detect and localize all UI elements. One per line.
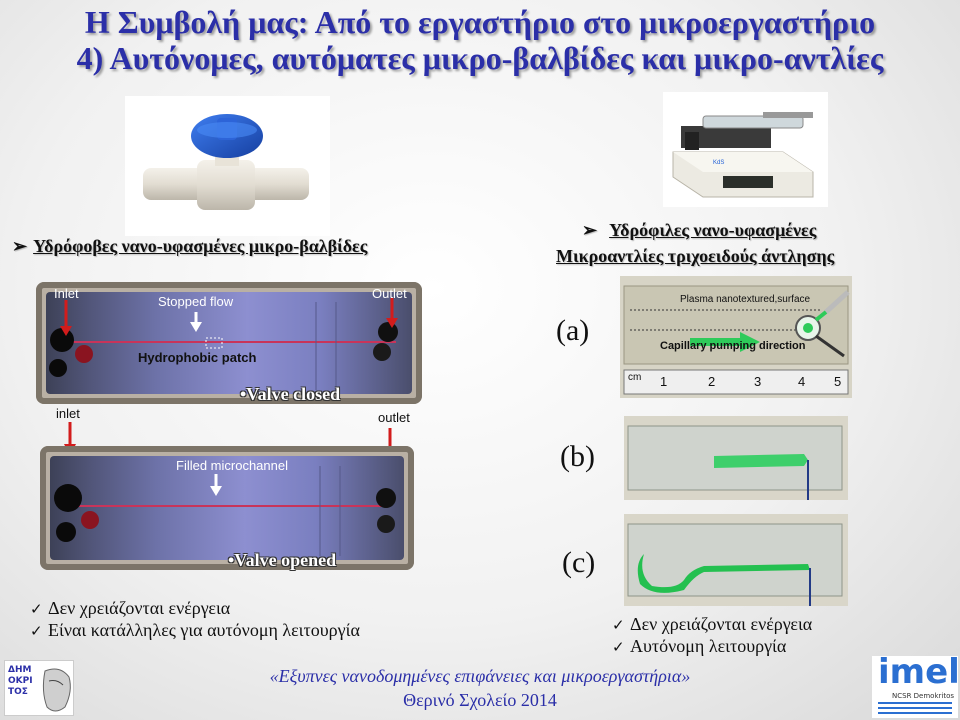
panel-c-letter: (c) — [562, 546, 596, 579]
ruler-tick-5: 5 — [834, 374, 842, 389]
right-heading-line1: ➢ Υδρόφιλες νανο-υφασμένες — [582, 220, 816, 241]
bullet-text: Είναι κατάλληλες για αυτόνομη λειτουργία — [48, 620, 360, 640]
list-item: ✓ Δεν χρειάζονται ενέργεια — [30, 598, 360, 620]
outlet-label: Outlet — [372, 286, 407, 301]
valve-opened-tag: •Valve opened — [228, 550, 337, 570]
panel-b-letter: (b) — [560, 440, 595, 473]
slide-subtitle: 4) Αυτόνομες, αυτόματες μικρο-βαλβίδες κ… — [76, 40, 884, 76]
check-icon: ✓ — [30, 622, 43, 640]
valve-closed-chip: Inlet Outlet Stopped flow Hydrophobic pa… — [36, 282, 422, 404]
ruler-unit-label: cm — [628, 372, 642, 383]
valve-closed-tag: •Valve closed — [240, 384, 341, 404]
valve-opened-chip: Filled microchannel — [40, 446, 414, 570]
arrow-bullet-icon: ➢ — [582, 220, 598, 240]
left-heading: ➢Υδρόφοβες νανο-υφασμένες μικρο-βαλβίδες — [12, 236, 367, 257]
right-heading-line2: Μικροαντλίες τριχοειδούς άντλησης — [556, 246, 835, 266]
list-item: ✓ Δεν χρειάζονται ενέργεια — [612, 614, 812, 636]
capillary-direction-label: Capillary pumping direction — [660, 340, 806, 352]
filled-microchannel-label: Filled microchannel — [176, 458, 288, 473]
bullet-text: Δεν χρειάζονται ενέργεια — [48, 598, 231, 618]
plasma-surface-label: Plasma nanotextured,surface — [680, 294, 811, 305]
stopped-flow-label: Stopped flow — [158, 294, 234, 309]
imel-logo: imel NCSR Demokritos — [872, 652, 960, 718]
svg-text:KdS: KdS — [713, 160, 724, 166]
list-item: ✓ Είναι κατάλληλες για αυτόνομη λειτουργί… — [30, 620, 360, 642]
check-icon: ✓ — [30, 600, 43, 618]
ruler-tick-4: 4 — [798, 374, 806, 389]
ruler-tick-2: 2 — [708, 374, 716, 389]
capillary-pump-photo-a: Plasma nanotextured,surface Capillary pu… — [620, 276, 852, 398]
check-icon: ✓ — [612, 638, 625, 656]
bullet-text: Δεν χρειάζονται ενέργεια — [630, 614, 813, 634]
inlet-label: Inlet — [54, 286, 79, 301]
panel-a-letter: (a) — [556, 314, 590, 347]
bullet-text: Αυτόνομη λειτουργία — [630, 636, 787, 656]
inlet-label-2: inlet — [56, 406, 80, 421]
valve-photo — [125, 96, 330, 236]
capillary-pump-photo-b — [624, 416, 848, 500]
hydrophobic-patch-label: Hydrophobic patch — [138, 350, 257, 365]
imel-logo-subtext: NCSR Demokritos — [892, 692, 955, 700]
footer-subtitle: Θερινό Σχολείο 2014 — [403, 690, 557, 710]
list-item: ✓ Αυτόνομη λειτουργία — [612, 636, 812, 658]
chip-channel-area-2 — [50, 456, 404, 560]
left-heading-text: Υδρόφοβες νανο-υφασμένες μικρο-βαλβίδες — [33, 236, 368, 256]
arrow-bullet-icon: ➢ — [12, 236, 28, 256]
demokritos-logo-text: ΔΗΜΟΚΡΙΤΟΣ — [8, 665, 33, 697]
imel-logo-text: imel — [878, 652, 960, 692]
demokritos-logo: ΔΗΜΟΚΡΙΤΟΣ — [4, 660, 74, 716]
right-bullet-list: ✓ Δεν χρειάζονται ενέργεια ✓ Αυτόνομη λειτ… — [612, 614, 812, 658]
right-heading-text1: Υδρόφιλες νανο-υφασμένες — [609, 220, 817, 240]
left-bullet-list: ✓ Δεν χρειάζονται ενέργεια ✓ Είναι κατάλλη… — [30, 598, 360, 642]
capillary-pump-photo-c — [624, 514, 848, 606]
ruler-tick-1: 1 — [660, 374, 668, 389]
check-icon: ✓ — [612, 616, 625, 634]
slide-title: Η Συμβολή μας: Από το εργαστήριο στο μικ… — [84, 4, 876, 40]
syringe-pump-photo: KdS — [663, 92, 828, 207]
footer-title: «Εξυπνες νανοδομημένες επιφάνειες και μι… — [269, 666, 691, 686]
ruler-tick-3: 3 — [754, 374, 762, 389]
outlet-label-2: outlet — [378, 410, 410, 425]
